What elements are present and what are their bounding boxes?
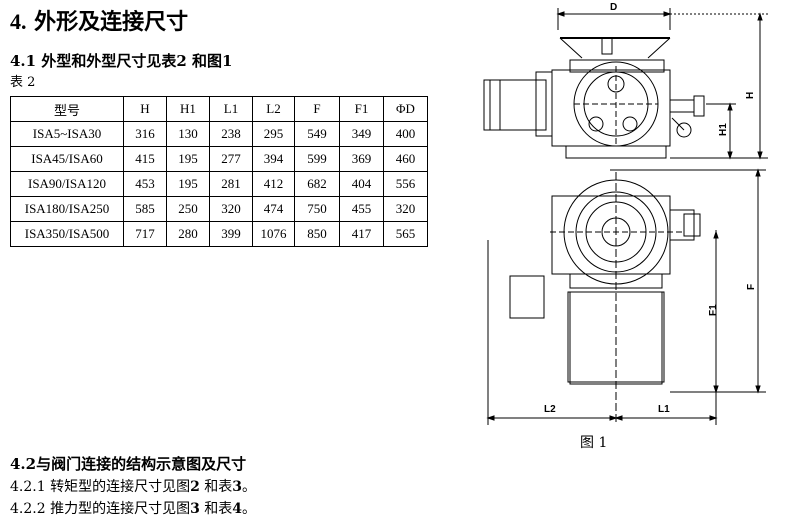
table-cell: 1076: [252, 221, 295, 247]
figure-ref: 3: [190, 501, 200, 517]
table-cell: 195: [166, 171, 210, 197]
paragraph-text-b: 和表: [204, 479, 233, 495]
subsection-text-b: 和图: [192, 52, 223, 70]
label-f: F: [746, 284, 757, 290]
table-cell: 320: [383, 196, 428, 222]
table-cell: 412: [252, 171, 295, 197]
table-cell: 474: [252, 196, 295, 222]
table-ref: 3: [232, 479, 243, 495]
label-l2: L2: [544, 404, 556, 415]
header-d: ΦD: [383, 96, 428, 122]
table-cell: 455: [339, 196, 384, 222]
subsection-text: 外型和外型尺寸见表: [41, 52, 177, 70]
dimension-table: 型号 H H1 L1 L2 F F1 ΦD ISA5~ISA30 316 130…: [10, 96, 428, 247]
table-cell: 399: [209, 221, 253, 247]
table-row: ISA90/ISA120 453 195 281 412 682 404 556: [10, 171, 428, 197]
table-row: ISA5~ISA30 316 130 238 295 549 349 400: [10, 121, 428, 147]
section-title-text: 外形及连接尺寸: [34, 9, 189, 35]
section-title: 4. 外形及连接尺寸: [10, 9, 189, 35]
table-ref: 4: [232, 501, 243, 517]
table-cell: 349: [339, 121, 384, 147]
table-cell: 417: [339, 221, 384, 247]
header-l2: L2: [252, 96, 295, 122]
table-cell: 585: [123, 196, 167, 222]
table-cell: 717: [123, 221, 167, 247]
table-header-row: 型号 H H1 L1 L2 F F1 ΦD: [10, 96, 428, 122]
table-cell: 295: [252, 121, 295, 147]
table-cell: 320: [209, 196, 253, 222]
table-cell: 130: [166, 121, 210, 147]
table-cell: 453: [123, 171, 167, 197]
figure-ref: 2: [190, 479, 200, 495]
table-cell: 394: [252, 146, 295, 172]
label-f1: F1: [708, 304, 719, 316]
table-cell: 599: [294, 146, 340, 172]
paragraph-4-2-2: 4.2.2 推力型的连接尺寸见图3 和表4。: [10, 498, 256, 518]
paragraph-number: 4.2.2: [10, 501, 46, 517]
header-model: 型号: [10, 96, 124, 122]
table-caption: 表 2: [10, 75, 36, 90]
table-row: ISA45/ISA60 415 195 277 394 599 369 460: [10, 146, 428, 172]
label-h1: H1: [718, 123, 729, 136]
table-cell: 460: [383, 146, 428, 172]
table-cell: 750: [294, 196, 340, 222]
table-cell: ISA45/ISA60: [10, 146, 124, 172]
paragraph-4-2-1: 4.2.1 转矩型的连接尺寸见图2 和表3。: [10, 476, 256, 496]
table-cell: 369: [339, 146, 384, 172]
paragraph-end: 。: [242, 501, 257, 517]
label-l1: L1: [658, 404, 670, 415]
label-h: H: [745, 92, 756, 99]
paragraph-text-b: 和表: [204, 501, 233, 517]
actuator-drawing: D H H1 F F1 L2 L1: [483, 2, 768, 425]
table-cell: ISA180/ISA250: [10, 196, 124, 222]
table-cell: ISA5~ISA30: [10, 121, 124, 147]
table-cell: 316: [123, 121, 167, 147]
table-cell: 400: [383, 121, 428, 147]
subsection-4-1-heading: 4.1 外型和外型尺寸见表2 和图1: [10, 50, 232, 71]
table-cell: 565: [383, 221, 428, 247]
table-cell: 280: [166, 221, 210, 247]
paragraph-end: 。: [242, 479, 257, 495]
table-cell: 404: [339, 171, 384, 197]
figure-caption: 图 1: [580, 435, 608, 451]
subsection-number: 4.1: [10, 52, 37, 70]
paragraph-text-a: 推力型的连接尺寸见图: [50, 501, 191, 517]
paragraph-text-a: 转矩型的连接尺寸见图: [50, 479, 191, 495]
table-cell: 415: [123, 146, 167, 172]
table-cell: 556: [383, 171, 428, 197]
header-h: H: [123, 96, 167, 122]
subsection-4-2-heading: 4.2与阀门连接的结构示意图及尺寸: [10, 453, 246, 474]
table-cell: 549: [294, 121, 340, 147]
table-cell: ISA350/ISA500: [10, 221, 124, 247]
table-ref: 2: [176, 52, 187, 70]
table-cell: 195: [166, 146, 210, 172]
subsection-number: 4.2: [10, 455, 37, 473]
table-cell: 238: [209, 121, 253, 147]
header-h1: H1: [166, 96, 210, 122]
header-f1: F1: [339, 96, 384, 122]
table-cell: 250: [166, 196, 210, 222]
paragraph-number: 4.2.1: [10, 479, 46, 495]
label-d: D: [610, 2, 617, 13]
header-f: F: [294, 96, 340, 122]
table-row: ISA350/ISA500 717 280 399 1076 850 417 5…: [10, 221, 428, 247]
table-cell: 277: [209, 146, 253, 172]
table-cell: ISA90/ISA120: [10, 171, 124, 197]
table-cell: 281: [209, 171, 253, 197]
table-row: ISA180/ISA250 585 250 320 474 750 455 32…: [10, 196, 428, 222]
figure-ref: 1: [222, 52, 233, 70]
table-cell: 682: [294, 171, 340, 197]
subsection-text: 与阀门连接的结构示意图及尺寸: [36, 455, 247, 473]
table-cell: 850: [294, 221, 340, 247]
section-number: 4.: [10, 9, 27, 34]
header-l1: L1: [209, 96, 253, 122]
